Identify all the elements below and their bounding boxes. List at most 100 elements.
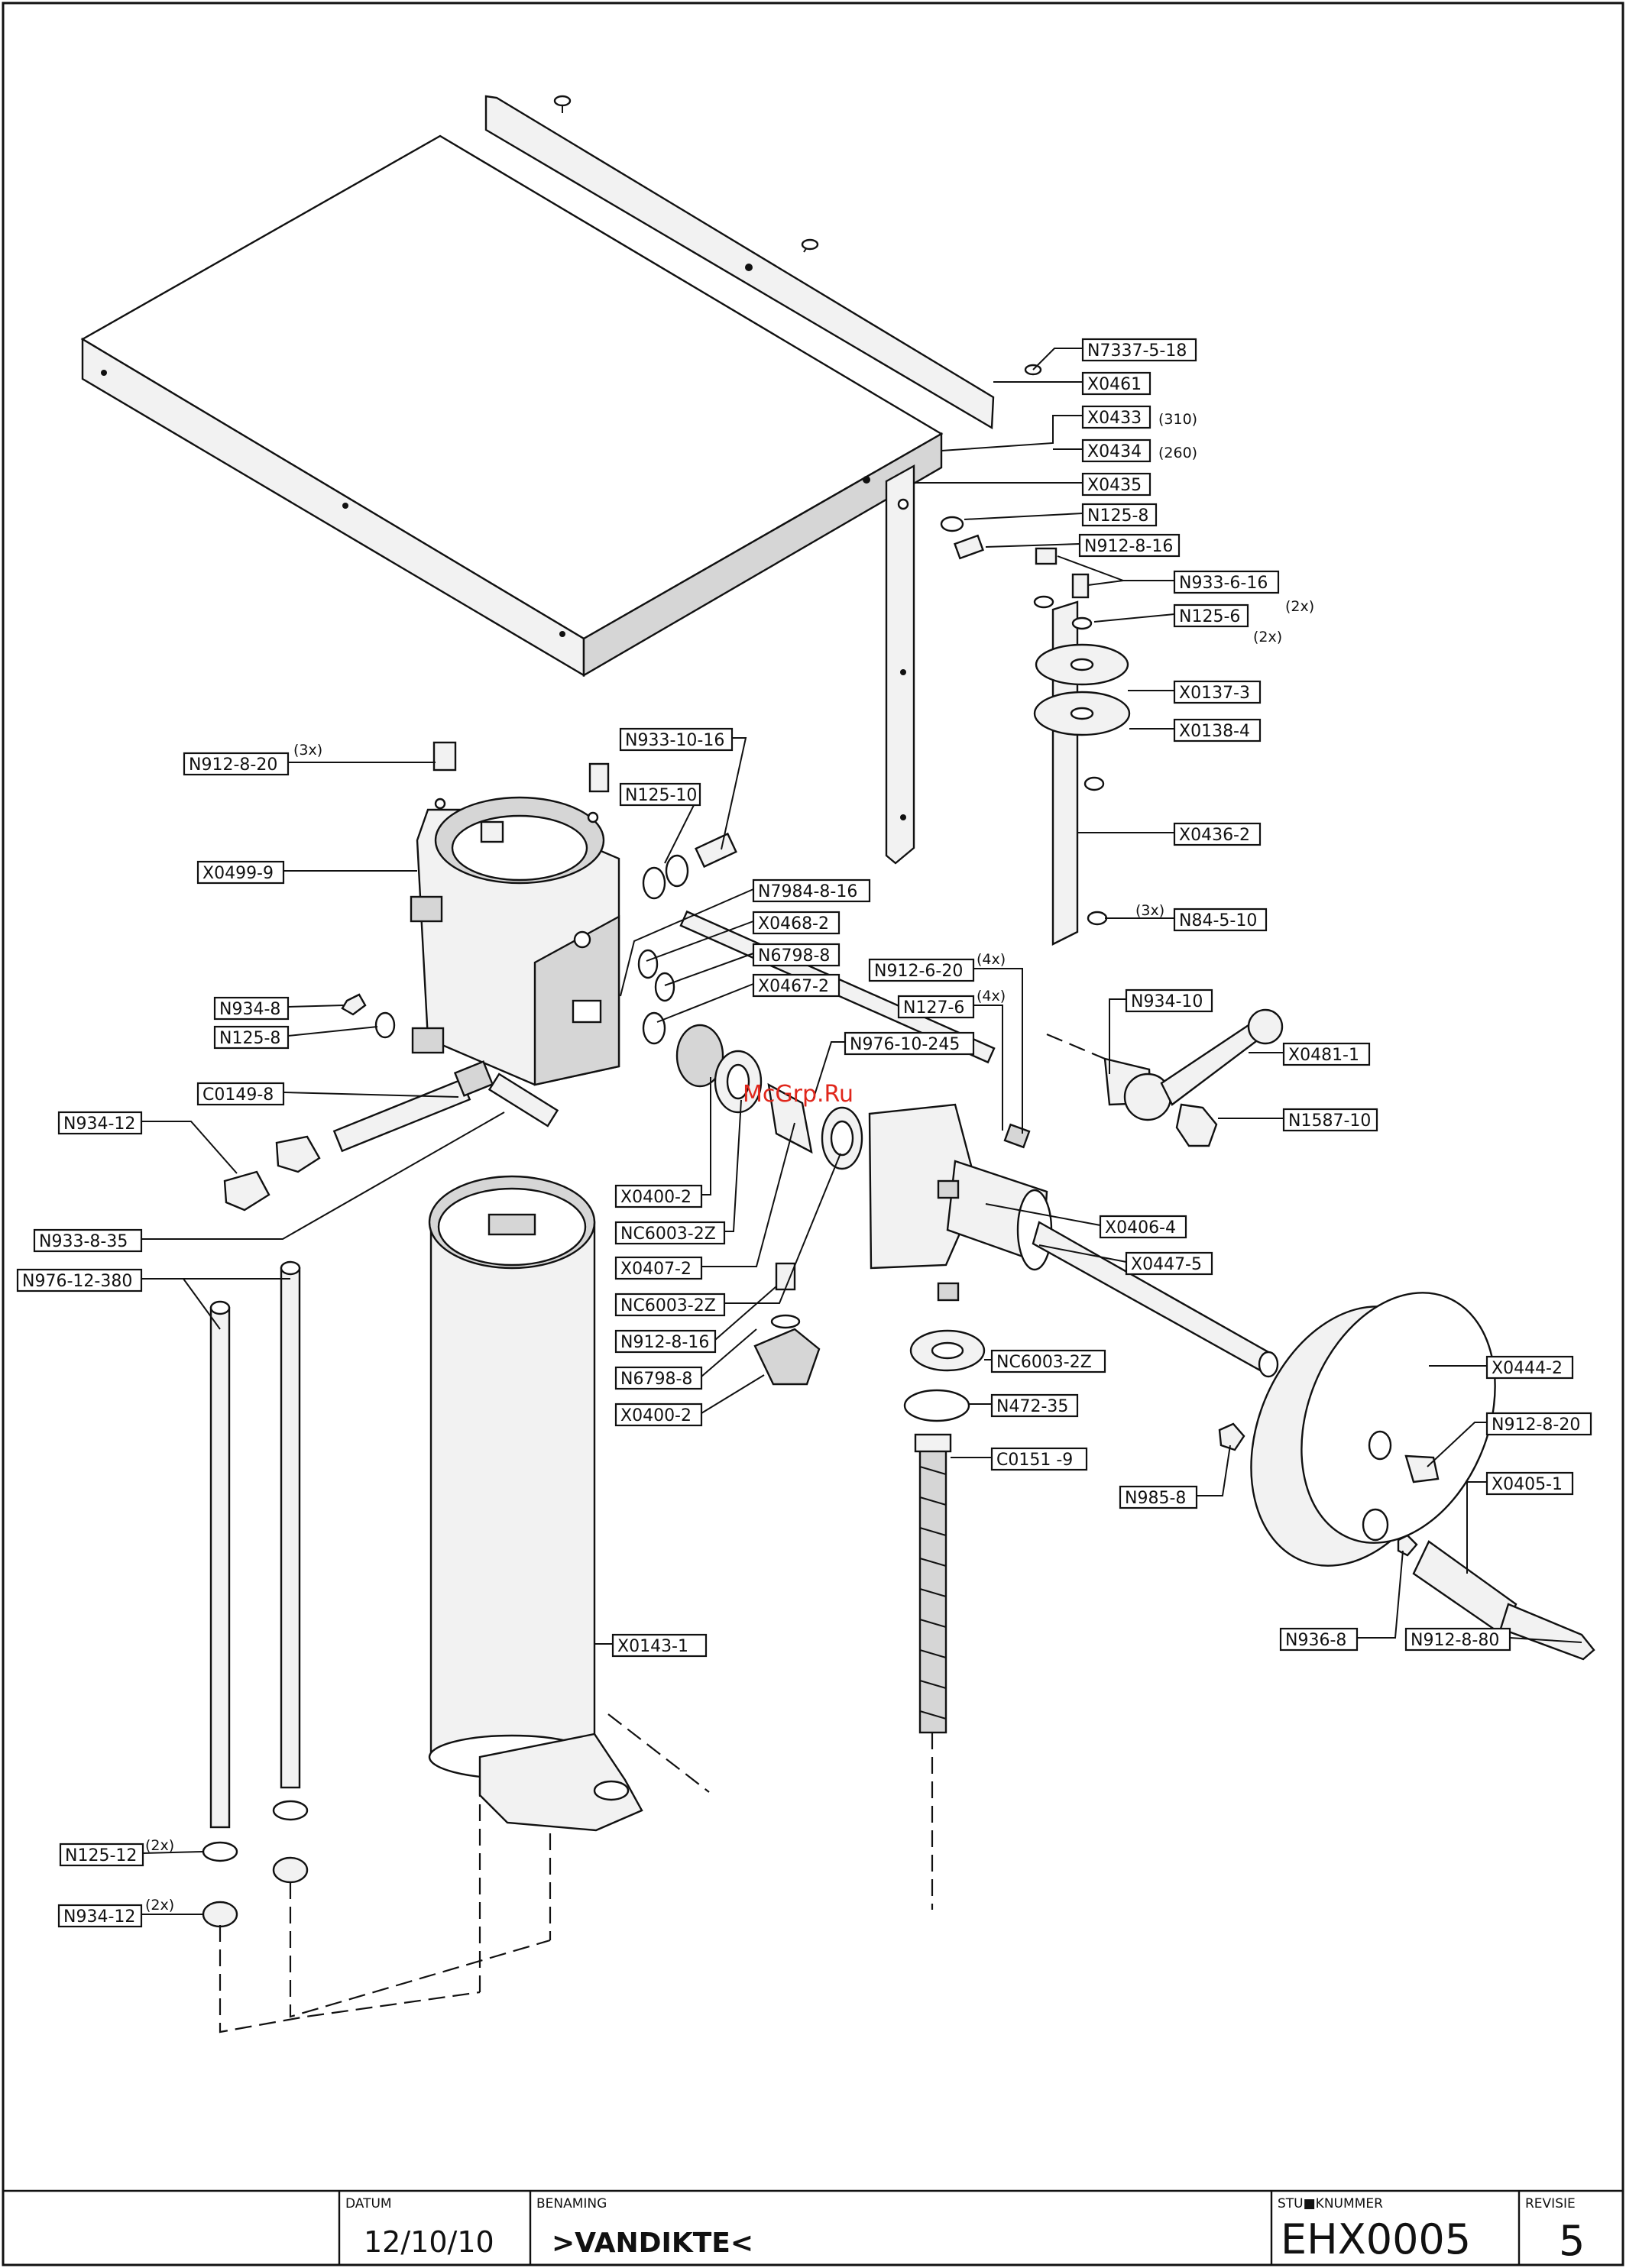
part-label-n934-12-top: N934-12 [57, 1111, 143, 1135]
part-label-text: N985-8 [1125, 1489, 1186, 1508]
part-label-box [1173, 718, 1262, 743]
note-2x-c: (2x) [145, 1837, 174, 1854]
part-label-box [897, 995, 975, 1019]
part-label-text: N127-6 [903, 998, 964, 1018]
gear-housing [410, 741, 620, 1086]
part-label-x0467-2: X0467-2 [752, 973, 841, 998]
part-label-box [1404, 1627, 1511, 1652]
crank-handle [1046, 1008, 1284, 1147]
part-label-box [1081, 371, 1151, 396]
part-label-text: X0400-2 [620, 1406, 692, 1425]
part-label-x0447-5: X0447-5 [1125, 1251, 1213, 1276]
part-label-text: N976-12-380 [22, 1272, 132, 1291]
part-labels: N7337-5-18X0461X0433X0434X0435N125-8N912… [16, 338, 1592, 1928]
part-label-text: N6798-8 [620, 1370, 692, 1389]
note-2x-d: (2x) [145, 1897, 174, 1914]
part-label-box [1081, 405, 1151, 429]
part-label-n934-8: N934-8 [213, 996, 290, 1021]
part-label-box [1099, 1215, 1187, 1239]
part-label-x0499-9: X0499-9 [196, 860, 285, 885]
part-label-x0481-1: X0481-1 [1282, 1042, 1371, 1066]
part-label-nc6003-2z-c: NC6003-2Z [990, 1349, 1106, 1373]
part-label-c0149-8: C0149-8 [196, 1082, 285, 1106]
benaming-value: >VANDIKTE< [552, 2228, 753, 2259]
part-label-n976-12-380: N976-12-380 [16, 1268, 143, 1293]
part-label-box [990, 1393, 1079, 1418]
part-label-box [844, 1031, 975, 1056]
part-label-box [1125, 988, 1213, 1013]
support-column [428, 1175, 710, 1992]
part-label-n912-8-20-left: N912-8-20 [183, 752, 290, 776]
part-label-text: N936-8 [1285, 1631, 1346, 1650]
part-label-box [1081, 503, 1158, 527]
fence-bracket [885, 464, 915, 865]
revisie-value: 5 [1559, 2217, 1585, 2265]
fence-rail [484, 95, 1042, 430]
part-label-text: X0481-1 [1288, 1046, 1359, 1065]
stuknummer-label: STU■KNUMMER [1278, 2196, 1383, 2211]
part-label-text: NC6003-2Z [996, 1353, 1092, 1372]
part-label-text: N976-10-245 [850, 1035, 960, 1054]
part-label-box [614, 1221, 726, 1245]
part-label-box [1282, 1108, 1378, 1132]
part-label-box [1485, 1471, 1574, 1496]
part-label-x0400-2-mid: X0400-2 [614, 1403, 703, 1427]
part-label-x0400-2-top: X0400-2 [614, 1184, 703, 1208]
part-label-box [752, 878, 871, 903]
part-label-n933-6-16: N933-6-16 [1173, 570, 1280, 594]
part-label-text: X0436-2 [1179, 826, 1250, 845]
part-label-text: N912-8-80 [1411, 1631, 1499, 1650]
part-label-text: X0467-2 [758, 977, 829, 996]
part-label-n125-12: N125-12 [59, 1843, 144, 1867]
part-label-text: X0400-2 [620, 1188, 692, 1207]
part-label-x0468-2: X0468-2 [752, 911, 841, 935]
note-260: (260) [1158, 445, 1197, 461]
part-label-n125-10: N125-10 [619, 782, 701, 807]
part-label-text: X0435 [1087, 476, 1142, 495]
part-label-x0461: X0461 [1081, 371, 1151, 396]
part-label-text: N125-10 [625, 786, 697, 805]
note-3x-b: (3x) [293, 742, 322, 759]
part-label-text: N125-6 [1179, 607, 1240, 626]
part-label-box [611, 1633, 708, 1658]
handwheel [1218, 1292, 1595, 1661]
part-label-box [614, 1184, 703, 1208]
part-label-box [59, 1843, 144, 1867]
watermark: McGrp.Ru [743, 1081, 853, 1108]
part-label-n912-8-80: N912-8-80 [1404, 1627, 1511, 1652]
stuknummer-value: EHX0005 [1281, 2215, 1471, 2263]
part-label-n84-5-10: N84-5-10 [1173, 908, 1268, 932]
part-label-n6798-8-mid: N6798-8 [614, 1366, 703, 1390]
part-label-text: N912-8-20 [1492, 1415, 1580, 1435]
part-label-n7337-5-18: N7337-5-18 [1081, 338, 1197, 362]
part-label-x0435: X0435 [1081, 472, 1151, 497]
part-label-n936-8: N936-8 [1279, 1627, 1359, 1652]
small-hardware-left [223, 832, 737, 1212]
part-label-x0138-4: X0138-4 [1173, 718, 1262, 743]
part-label-text: N1587-10 [1288, 1111, 1371, 1131]
part-label-n933-8-35: N933-8-35 [33, 1228, 143, 1253]
part-label-n125-8-left: N125-8 [213, 1025, 290, 1050]
part-label-text: X0137-3 [1179, 684, 1250, 703]
part-label-text: N125-8 [1087, 506, 1148, 526]
part-label-text: N125-8 [219, 1029, 280, 1048]
part-label-n1587-10: N1587-10 [1282, 1108, 1378, 1132]
part-label-box [1173, 822, 1262, 846]
part-label-x0406-4: X0406-4 [1099, 1215, 1187, 1239]
part-label-text: N912-8-16 [1084, 537, 1173, 556]
quantity-notes: (310)(260)(2x)(2x)(3x)(3x)(4x)(4x)(2x)(2… [145, 411, 1314, 1914]
part-label-box [752, 973, 841, 998]
part-label-box [196, 1082, 285, 1106]
part-label-box [1485, 1412, 1592, 1436]
part-label-box [1081, 338, 1197, 362]
part-label-box [57, 1904, 143, 1928]
part-label-text: X0461 [1087, 375, 1142, 394]
part-label-text: X0433 [1087, 409, 1142, 428]
part-label-x0434: X0434 [1081, 438, 1151, 463]
part-label-box [619, 727, 734, 752]
part-label-nc6003-2z-a: NC6003-2Z [614, 1221, 726, 1245]
part-label-x0405-1: X0405-1 [1485, 1471, 1574, 1496]
part-label-box [1081, 438, 1151, 463]
part-label-text: N7337-5-18 [1087, 341, 1187, 361]
part-label-n976-10-245: N976-10-245 [844, 1031, 975, 1056]
